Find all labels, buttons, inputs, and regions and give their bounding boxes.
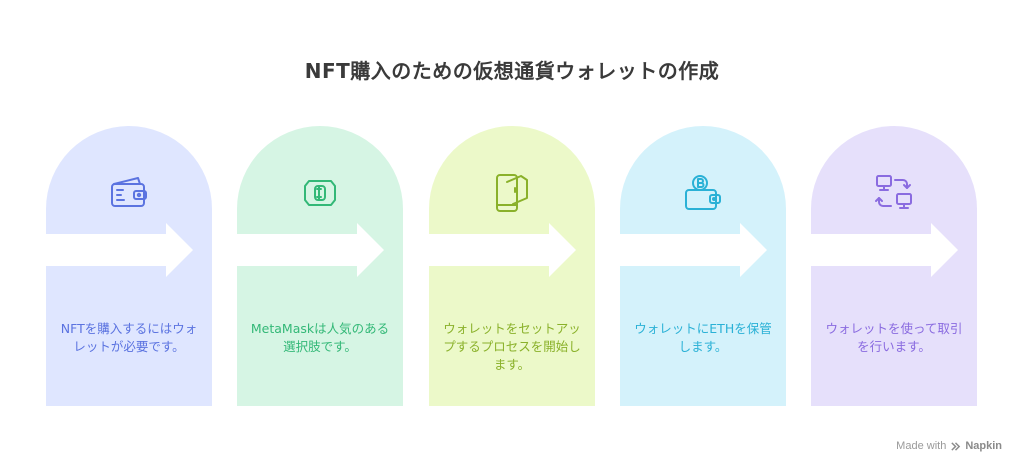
napkin-brand-text: Napkin (965, 440, 1002, 452)
step-3-arrow (429, 223, 639, 277)
napkin-logo-icon (951, 441, 961, 451)
diagram-title: NFT購入のための仮想通貨ウォレットの作成 (304, 59, 720, 83)
step-5-arrow (811, 223, 961, 277)
step-1-arrow (46, 223, 256, 277)
step-1-label: NFTを購入するにはウォレットが必要です。 (60, 321, 198, 354)
step-5-card: ウォレットを使って取引を行います。 (811, 126, 977, 406)
mobile-wallet-icon (487, 168, 537, 218)
step-5-label: ウォレットを使って取引を行います。 (825, 321, 963, 354)
step-3-card: ウォレットをセットアップするプロセスを開始します。 (429, 126, 595, 406)
step-4-arrow (620, 223, 830, 277)
napkin-watermark: Made with Napkin (896, 440, 1002, 452)
made-with-text: Made with (896, 440, 947, 452)
step-3-label: ウォレットをセットアップするプロセスを開始します。 (443, 321, 581, 372)
exchange-transfer-icon (869, 168, 919, 218)
step-1-card: NFTを購入するにはウォレットが必要です。 (46, 126, 212, 406)
wallet-icon (104, 168, 154, 218)
crypto-coin-icon (295, 168, 345, 218)
step-2-label: MetaMaskは人気のある選択肢です。 (250, 321, 390, 354)
step-4-label: ウォレットにETHを保管します。 (634, 321, 772, 354)
step-2-card: MetaMaskは人気のある選択肢です。 (237, 126, 403, 406)
step-2-arrow (237, 223, 447, 277)
step-4-card: ウォレットにETHを保管します。 (620, 126, 786, 406)
bitcoin-wallet-icon (678, 168, 728, 218)
